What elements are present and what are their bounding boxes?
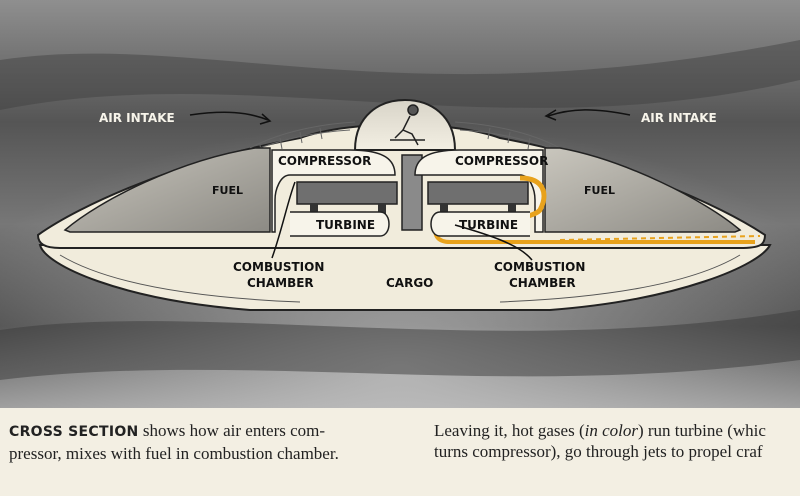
turbine-disc-left bbox=[296, 181, 398, 205]
caption-left-line2: pressor, mixes with fuel in combustion c… bbox=[9, 444, 339, 463]
combustion-chamber-label-left-1: COMBUSTION bbox=[233, 260, 324, 274]
caption-right-line1-a: Leaving it, hot gases ( bbox=[434, 421, 585, 440]
fuel-tank-left bbox=[63, 147, 271, 233]
compressor-duct-left bbox=[271, 149, 396, 233]
turbine-label-right: TURBINE bbox=[459, 218, 518, 232]
saucer-cross-section-diagram: AIR INTAKE AIR INTAKE COMPRESSOR COMPRES… bbox=[0, 0, 800, 408]
air-intake-arrow-left bbox=[189, 111, 269, 121]
turbine-label-left: TURBINE bbox=[316, 218, 375, 232]
caption-heading: CROSS SECTION bbox=[9, 424, 139, 440]
combustion-chamber-label-right-1: COMBUSTION bbox=[494, 260, 585, 274]
fuel-label-right: FUEL bbox=[584, 184, 615, 197]
lower-hull bbox=[38, 244, 772, 311]
compressor-label-right: COMPRESSOR bbox=[455, 154, 548, 168]
combustion-chamber-label-left-2: CHAMBER bbox=[247, 276, 314, 290]
cargo-label: CARGO bbox=[386, 276, 433, 290]
caption-left: CROSS SECTION shows how air enters com- … bbox=[9, 420, 339, 464]
caption-right-line1-italic: in color bbox=[584, 421, 638, 440]
combustion-chamber-label-right-2: CHAMBER bbox=[509, 276, 576, 290]
air-intake-arrow-right bbox=[547, 109, 631, 117]
caption-right-line2: turns compressor), go through jets to pr… bbox=[434, 442, 763, 461]
caption-right: Leaving it, hot gases (in color) run tur… bbox=[434, 420, 766, 462]
fuel-label-left: FUEL bbox=[212, 184, 243, 197]
pilot-figure bbox=[390, 104, 425, 146]
fuel-tank-right bbox=[544, 147, 742, 233]
compressor-duct-right bbox=[414, 149, 544, 233]
turbine-disc-right bbox=[427, 181, 529, 205]
air-intake-label-left: AIR INTAKE bbox=[99, 111, 175, 125]
air-intake-label-right: AIR INTAKE bbox=[641, 111, 717, 125]
caption-right-line1-b: ) run turbine (whic bbox=[637, 421, 766, 440]
caption-left-line1: shows how air enters com- bbox=[138, 421, 326, 440]
compressor-label-left: COMPRESSOR bbox=[278, 154, 371, 168]
